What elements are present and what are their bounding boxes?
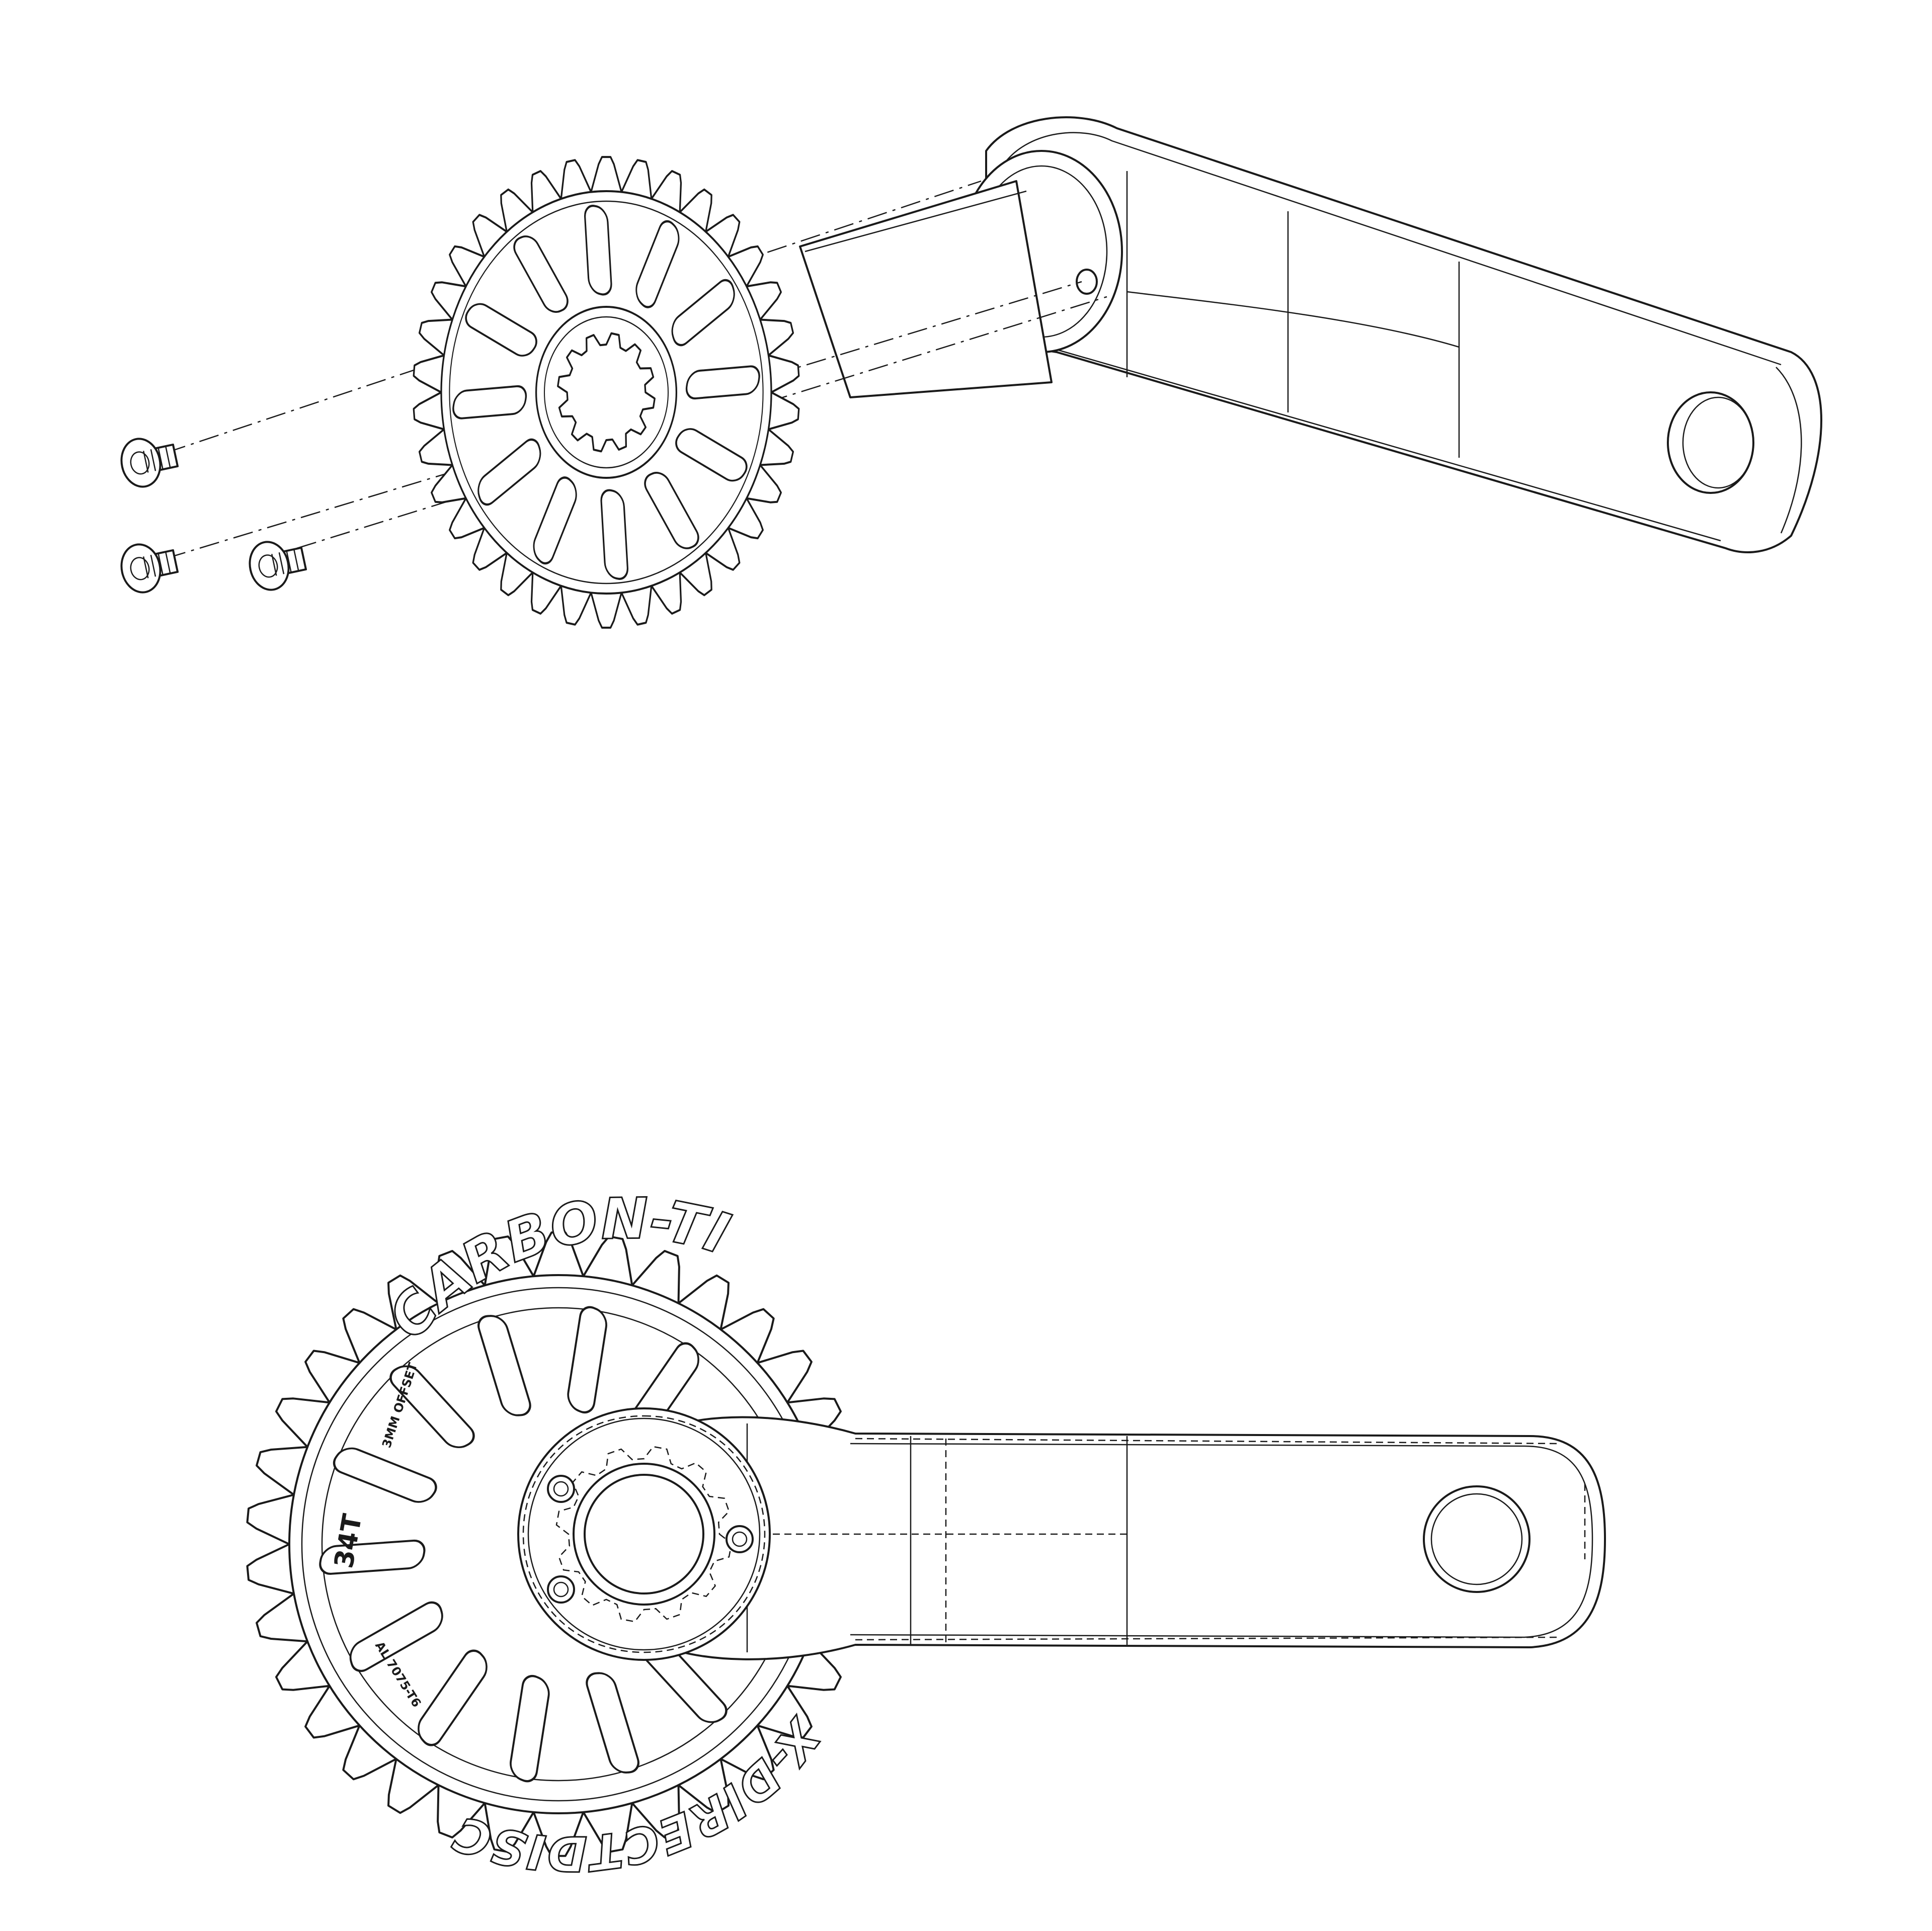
chainring-cutout <box>586 1672 639 1774</box>
chainring-cutout <box>477 438 541 506</box>
chainring-cutout <box>513 235 569 313</box>
exploded-view <box>120 116 1822 629</box>
chainring-cutout <box>567 1306 607 1414</box>
bolt <box>120 543 179 594</box>
chainring-cutout <box>644 472 699 549</box>
chainring-exploded <box>413 156 800 629</box>
chainring-cutout <box>584 205 612 296</box>
crank-arm-assembled <box>517 1407 1606 1661</box>
chainring-cutout <box>465 303 537 357</box>
chainring-cutout <box>452 385 527 419</box>
chainring-cutout <box>349 1601 443 1672</box>
chainring-cutout <box>533 476 577 565</box>
chainring-cutout <box>685 365 760 400</box>
bolt <box>120 438 179 488</box>
chainring-cutout <box>671 279 735 347</box>
assembled-view: CARBON-TI X-DIRECTDISC 34T 3MM OFFSET AL… <box>246 1186 1606 1882</box>
chainring-cutout <box>635 220 680 308</box>
bolt <box>249 541 307 591</box>
chainring-cutout <box>319 1539 426 1575</box>
chainring-cutout <box>510 1674 550 1783</box>
chainring-cutout <box>389 1365 475 1449</box>
crank-arm-exploded <box>799 116 1822 553</box>
chainring-cutout <box>418 1649 488 1746</box>
chainring-cutout <box>477 1315 531 1416</box>
chainring-cutout <box>600 489 628 580</box>
chainring-cutout <box>333 1447 437 1503</box>
chainring-cutout <box>675 428 748 482</box>
